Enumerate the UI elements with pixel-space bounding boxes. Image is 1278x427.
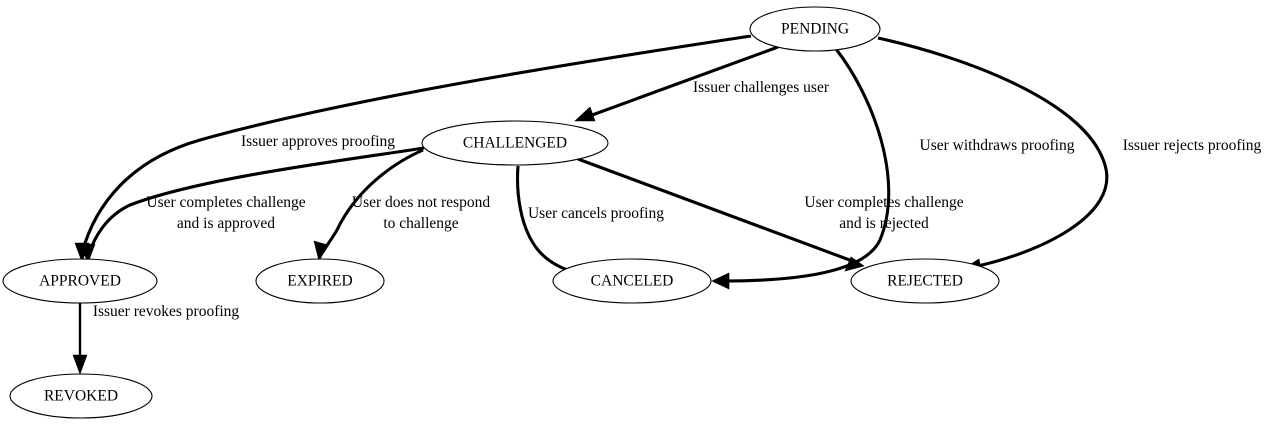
node-layer: PENDING CHALLENGED APPROVED EXPIRED CANC… <box>2 6 1000 419</box>
edge-pending-challenged[interactable] <box>574 45 779 122</box>
edge-label-challenged-rejected: User completes challenge and is rejected <box>804 194 963 232</box>
edge-challenged-approved[interactable] <box>79 146 425 264</box>
edge-label-pending-rejected: Issuer rejects proofing <box>1123 137 1262 154</box>
edge-label-challenged-approved: User completes challenge and is approved <box>146 194 305 232</box>
node-challenged-ellipse[interactable] <box>421 120 609 166</box>
edge-label-challenged-expired: User does not respond to challenge <box>352 194 490 232</box>
edge-challenged-approved-arrowhead <box>79 243 96 264</box>
edge-challenged-canceled[interactable] <box>516 165 587 282</box>
edge-label-line-2: and is approved <box>177 215 275 232</box>
edge-pending-challenged-path <box>583 45 779 120</box>
edge-approved-revoked-arrowhead <box>72 354 88 375</box>
node-challenged-label: CHALLENGED <box>463 135 567 152</box>
edge-pending-canceled-arrowhead <box>711 272 730 290</box>
edge-pending-challenged-arrowhead <box>574 106 596 122</box>
node-revoked[interactable]: REVOKED <box>9 373 153 419</box>
node-pending-ellipse[interactable] <box>749 6 881 52</box>
edge-label-line-2: and is rejected <box>839 215 929 232</box>
node-approved-ellipse[interactable] <box>2 258 158 304</box>
node-canceled[interactable]: CANCELED <box>552 258 712 304</box>
edge-label-line-1: User does not respond <box>352 194 490 211</box>
edge-label-approved-revoked: Issuer revokes proofing <box>93 303 240 320</box>
edge-label-pending-canceled: User withdraws proofing <box>920 137 1075 154</box>
edge-label-line-1: User completes challenge <box>804 194 963 211</box>
node-revoked-label: REVOKED <box>44 388 118 405</box>
edge-pending-approved-path <box>80 34 752 254</box>
edge-label-line-2: to challenge <box>383 215 458 232</box>
edge-challenged-expired-arrowhead <box>313 240 329 262</box>
node-approved-label: APPROVED <box>39 273 121 290</box>
node-canceled-label: CANCELED <box>591 273 674 290</box>
edge-challenged-rejected-path <box>577 157 856 264</box>
node-rejected[interactable]: REJECTED <box>850 258 1000 304</box>
node-expired-label: EXPIRED <box>287 273 352 290</box>
edge-label-layer: Issuer approves proofing Issuer challeng… <box>93 79 1262 320</box>
edge-label-pending-challenged: Issuer challenges user <box>693 79 830 96</box>
edge-pending-canceled[interactable] <box>711 48 891 290</box>
edge-pending-rejected[interactable] <box>877 36 1109 275</box>
edge-label-line-1: User completes challenge <box>146 194 305 211</box>
edge-challenged-approved-path <box>87 146 425 255</box>
node-expired[interactable]: EXPIRED <box>255 258 385 304</box>
edge-challenged-rejected[interactable] <box>577 157 865 272</box>
edge-challenged-canceled-path <box>516 165 578 275</box>
edge-label-challenged-canceled: User cancels proofing <box>528 205 664 222</box>
node-expired-ellipse[interactable] <box>255 258 385 304</box>
node-rejected-label: REJECTED <box>887 273 963 290</box>
edge-approved-revoked[interactable] <box>72 303 88 375</box>
edge-challenged-expired[interactable] <box>313 148 424 262</box>
node-pending[interactable]: PENDING <box>749 6 881 52</box>
node-revoked-ellipse[interactable] <box>9 373 153 419</box>
node-approved[interactable]: APPROVED <box>2 258 158 304</box>
node-challenged[interactable]: CHALLENGED <box>421 120 609 166</box>
node-pending-label: PENDING <box>781 21 849 38</box>
edge-label-pending-approved: Issuer approves proofing <box>241 133 395 150</box>
edge-pending-canceled-path <box>721 48 891 283</box>
edge-pending-rejected-path <box>877 36 1109 269</box>
edge-challenged-rejected-arrowhead <box>844 256 865 272</box>
node-rejected-ellipse[interactable] <box>850 258 1000 304</box>
node-canceled-ellipse[interactable] <box>552 258 712 304</box>
